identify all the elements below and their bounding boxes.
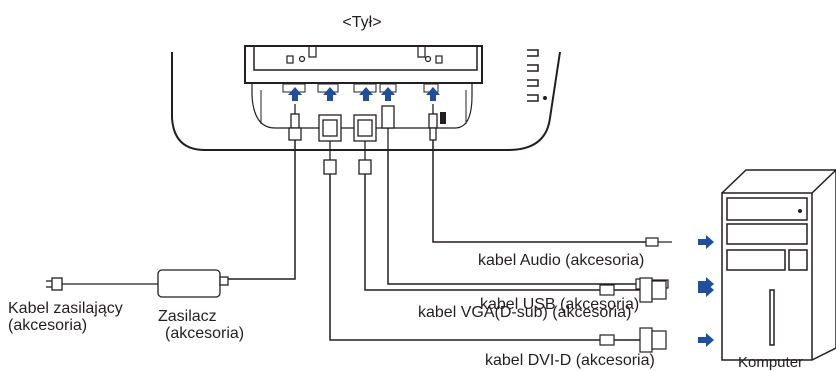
arrow-right-icon — [698, 333, 714, 347]
power-cable — [225, 140, 296, 280]
computer-label: Komputer — [738, 354, 804, 371]
vga-plug-icon — [599, 277, 667, 303]
audio-cable-label: kabel Audio (akcesoria) — [478, 252, 645, 269]
dvi-cable — [329, 174, 640, 341]
audio-jack-icon — [428, 104, 446, 141]
arrow-up-icon — [359, 87, 373, 101]
audio-cable — [432, 140, 646, 243]
power-cord-label: Kabel zasilający — [8, 300, 123, 317]
computer-icon — [721, 168, 836, 361]
adapter-label: Zasilacz — [158, 308, 217, 325]
dvi-connector-icon — [318, 114, 342, 175]
arrow-up-icon — [288, 87, 302, 101]
view-title: <Tył> — [342, 14, 382, 31]
arrow-right-icon — [698, 235, 714, 249]
dvi-cable-label: kabel DVI-D (akcesoria) — [485, 352, 655, 369]
vga-connector-icon — [353, 114, 377, 175]
vesa-holes — [286, 47, 443, 64]
adapter-sub-label: (akcesoria) — [165, 325, 245, 342]
port-panel — [282, 83, 439, 93]
vga-cable — [364, 174, 640, 291]
usb-cable — [387, 150, 636, 285]
power-cord-sub-label: (akcesoria) — [8, 317, 88, 334]
usb-cable-label: kabel USB (akcesoria) — [480, 296, 640, 313]
vga-cable-label: kabel VGA(D-sub) (akcesoria) — [418, 304, 632, 321]
dvi-plug-icon — [599, 327, 667, 353]
side-buttons — [527, 49, 547, 102]
monitor-back — [171, 45, 561, 151]
usb-connector-icon — [381, 105, 395, 150]
arrow-up-icon — [381, 87, 395, 101]
arrow-up-icon — [323, 87, 337, 101]
audio-plug-icon — [645, 237, 672, 247]
dc-plug-icon — [288, 104, 302, 141]
power-adapter-icon — [46, 269, 229, 298]
